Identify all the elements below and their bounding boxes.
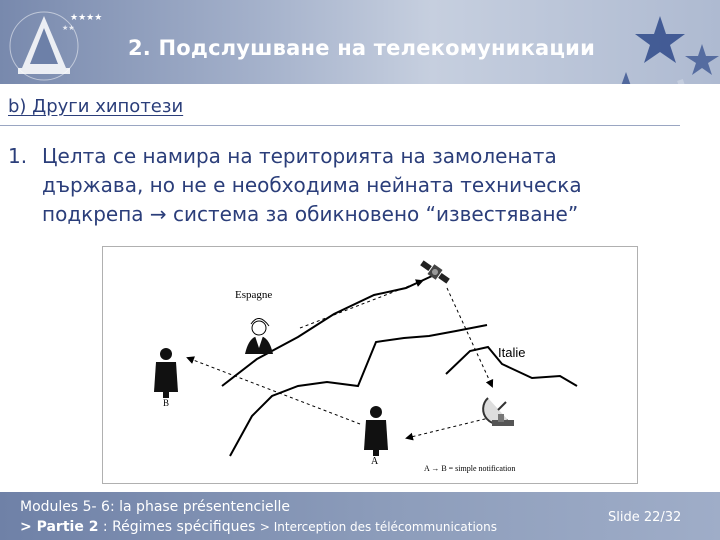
person-icon bbox=[245, 318, 273, 354]
star-icon bbox=[635, 16, 685, 63]
dish-antenna-icon bbox=[482, 397, 514, 426]
svg-text:★★★★: ★★★★ bbox=[70, 13, 102, 23]
list-item-line: подкрепа → система за обикновено “извест… bbox=[42, 202, 579, 226]
label-italy: Italie bbox=[498, 345, 525, 360]
subheading: b) Други хипотези bbox=[8, 96, 184, 117]
border-line bbox=[221, 275, 433, 387]
label-a: A bbox=[371, 456, 379, 467]
footer-bar bbox=[0, 492, 720, 540]
border-line bbox=[445, 345, 578, 387]
slide-title: 2. Подслушване на телекомуникации bbox=[128, 36, 596, 60]
footer-section-title: Interception des télécommunications bbox=[273, 520, 497, 534]
svg-text:★★: ★★ bbox=[62, 24, 75, 32]
star-icon bbox=[685, 44, 719, 75]
list-item-text: Целта се намира на територията на замоле… bbox=[42, 142, 702, 229]
footer-part-prefix: > Partie 2 bbox=[20, 519, 99, 535]
border-line bbox=[229, 324, 488, 457]
logo-emblem-icon: ★★★★ ★★ bbox=[9, 11, 102, 81]
arrow-a-b bbox=[186, 356, 361, 425]
figure-caption: A → B = simple notification bbox=[424, 464, 515, 473]
footer-part-title: : Régimes spécifiques bbox=[98, 519, 260, 535]
person-icon bbox=[154, 348, 178, 398]
arrow-spain-satellite bbox=[299, 279, 424, 329]
person-icon bbox=[364, 406, 388, 456]
slide-number: Slide 22/32 bbox=[608, 510, 682, 525]
list-item-line: държава, но не е необходима нейната техн… bbox=[42, 173, 582, 197]
interception-diagram: Espagne Italie B A A → B = simple notifi… bbox=[102, 246, 638, 484]
divider bbox=[0, 125, 680, 126]
list-item-number: 1. bbox=[8, 144, 28, 168]
footer-breadcrumb: > Partie 2 : Régimes spécifiques > Inter… bbox=[20, 519, 497, 535]
footer-modules: Modules 5- 6: la phase présentencielle bbox=[20, 499, 291, 515]
label-spain: Espagne bbox=[235, 289, 272, 301]
list-item-line: Целта се намира на територията на замоле… bbox=[42, 144, 557, 168]
satellite-icon bbox=[420, 260, 450, 284]
label-b: B bbox=[163, 398, 169, 408]
footer-section-prefix: > bbox=[259, 520, 274, 534]
